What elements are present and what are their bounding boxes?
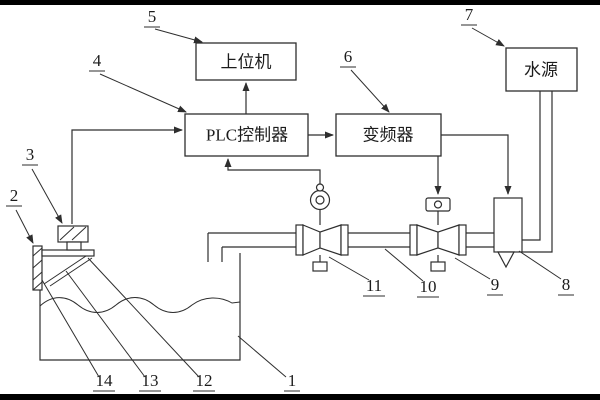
main-pipe — [207, 232, 494, 262]
ref-label-12: 12 — [196, 371, 213, 390]
ref-12: 12 — [87, 257, 215, 392]
valve-drain-block — [430, 261, 446, 272]
inverter-label: 变频器 — [363, 126, 414, 145]
ref-leader-5 — [154, 28, 203, 44]
float-rod-line-2 — [49, 257, 93, 287]
ref-label-4: 4 — [93, 51, 102, 70]
signal-flowmeter-to-plc — [224, 158, 321, 184]
ref-leader-3 — [31, 168, 63, 224]
host-computer-label: 上位机 — [221, 53, 272, 72]
ref-leader-7 — [471, 27, 505, 47]
supply-pipe-outer-line — [522, 91, 553, 253]
bottom-border-bar — [0, 394, 600, 400]
water-source-box — [505, 47, 578, 92]
ref-label-7: 7 — [465, 5, 474, 24]
flow-meter-gauge-center — [315, 195, 325, 205]
ref-leader-2 — [15, 209, 34, 244]
ref-leader-13 — [65, 270, 146, 378]
ref-5: 5 — [144, 7, 203, 44]
ref-9: 9 — [454, 257, 503, 296]
source-supply-pipe — [522, 91, 553, 253]
tank-walls — [39, 250, 241, 361]
top-border-bar — [0, 0, 600, 5]
ref-2: 2 — [6, 186, 34, 244]
ref-leader-10 — [384, 248, 424, 282]
pump-body — [493, 197, 523, 253]
host-computer-box — [195, 42, 297, 81]
flow-meter-right-cone — [319, 224, 342, 256]
ref-label-6: 6 — [344, 47, 353, 66]
reference-numerals: 5 4 6 7 3 2 1 — [6, 5, 574, 392]
ref-label-5: 5 — [148, 7, 157, 26]
ref-label-9: 9 — [491, 275, 500, 294]
ref-label-11: 11 — [366, 276, 382, 295]
ref-leader-4 — [99, 73, 187, 113]
ref-label-1: 1 — [288, 371, 297, 390]
inverter-box — [335, 113, 442, 157]
sensor-body-hatching — [59, 226, 87, 241]
valve-actuator-dial — [433, 200, 443, 209]
ref-label-3: 3 — [26, 145, 35, 164]
ref-label-8: 8 — [562, 275, 571, 294]
plc-controller-box — [184, 113, 309, 157]
flow-meter-drain-block — [312, 261, 328, 272]
ref-8: 8 — [518, 250, 574, 296]
mounting-plate-hatching — [32, 247, 43, 291]
water-source-label: 水源 — [524, 61, 558, 80]
ref-1: 1 — [237, 335, 300, 392]
ref-7: 7 — [461, 5, 505, 47]
ref-6: 6 — [340, 47, 390, 113]
ref-leader-12 — [87, 257, 200, 378]
ref-label-13: 13 — [142, 371, 159, 390]
arrow-inverter-to-pump — [441, 134, 512, 195]
ref-leader-6 — [350, 69, 390, 113]
valve-right-flange — [458, 224, 467, 256]
flow-meter-gauge-knob — [315, 183, 325, 192]
flow-meter — [295, 183, 349, 272]
water-tank — [39, 250, 241, 361]
ref-label-2: 2 — [10, 186, 19, 205]
ref-leader-14 — [41, 279, 100, 378]
pump-outlet-cone — [497, 251, 515, 269]
supply-pipe-inner-line — [522, 91, 541, 241]
plc-controller-label: PLC控制器 — [206, 126, 288, 145]
ref-4: 4 — [89, 51, 187, 113]
valve-left-flange — [409, 224, 418, 256]
ref-11: 11 — [328, 256, 385, 297]
ref-leader-1 — [237, 335, 287, 378]
flow-meter-left-flange — [295, 224, 304, 256]
valve-right-cone — [437, 224, 460, 256]
control-boxes: 上位机 PLC控制器 变频器 水源 — [184, 42, 578, 157]
control-valve — [409, 197, 467, 272]
ref-label-14: 14 — [96, 371, 114, 390]
flow-meter-left-cone — [302, 224, 321, 256]
ref-14: 14 — [41, 279, 115, 392]
level-sensor-assembly — [32, 225, 95, 291]
sensor-arm — [41, 249, 95, 257]
float-rod-line-1 — [43, 255, 87, 285]
signal-lines — [71, 82, 512, 224]
ref-leader-9 — [454, 257, 491, 280]
water-surface-wave — [39, 297, 241, 313]
ref-leader-11 — [328, 256, 370, 281]
pump — [493, 197, 523, 269]
ref-leader-8 — [518, 250, 562, 280]
ref-label-10: 10 — [420, 277, 437, 296]
valve-left-cone — [416, 224, 439, 256]
sensor-neck — [66, 241, 82, 251]
ref-13: 13 — [65, 270, 161, 392]
flow-meter-right-flange — [340, 224, 349, 256]
ref-3: 3 — [22, 145, 63, 224]
signal-level-sensor-to-plc — [71, 126, 183, 224]
ref-10: 10 — [384, 248, 439, 298]
